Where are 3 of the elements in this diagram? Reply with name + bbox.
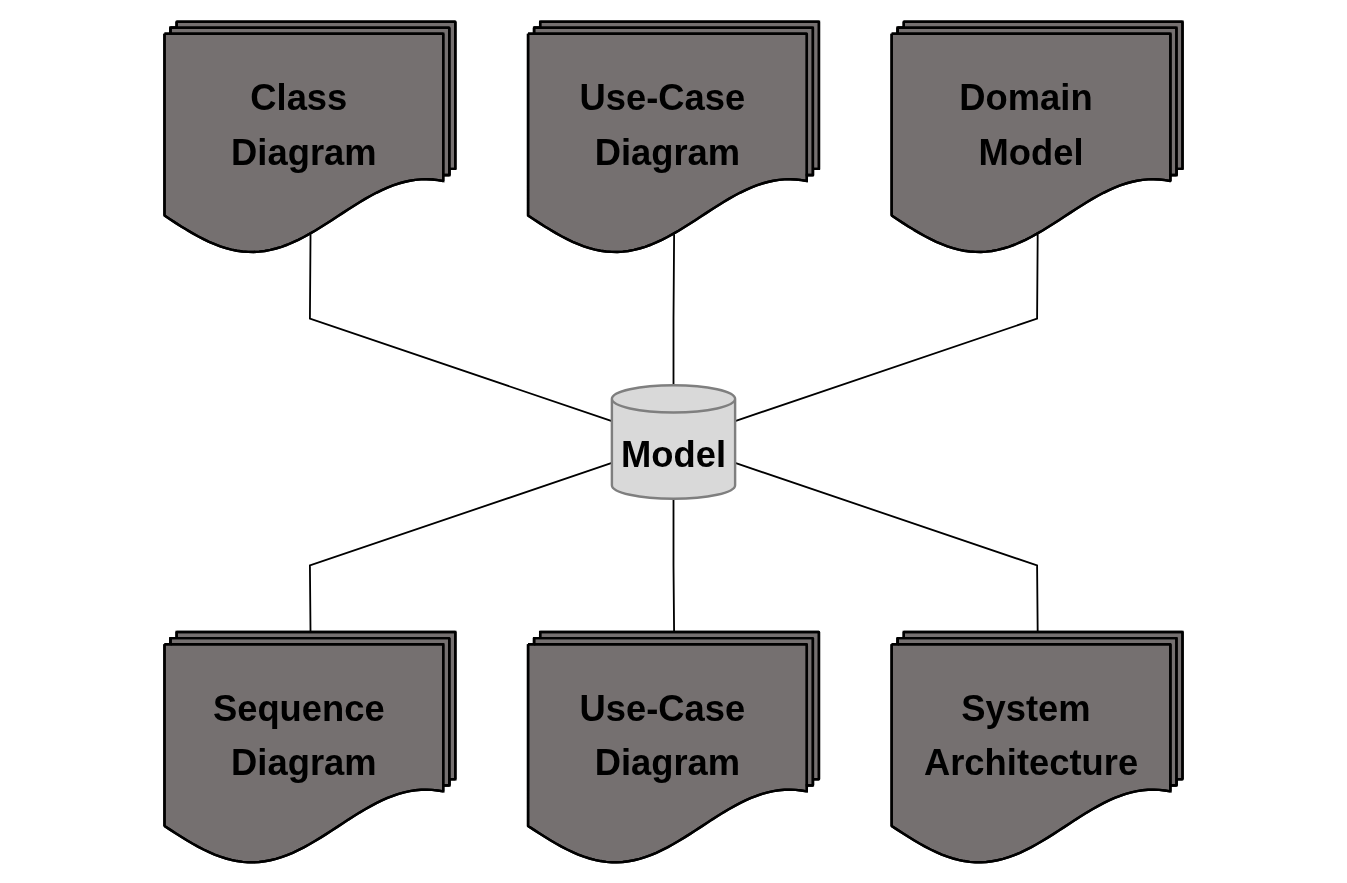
connector	[734, 232, 1039, 422]
connector	[672, 232, 675, 386]
connector	[309, 232, 613, 422]
